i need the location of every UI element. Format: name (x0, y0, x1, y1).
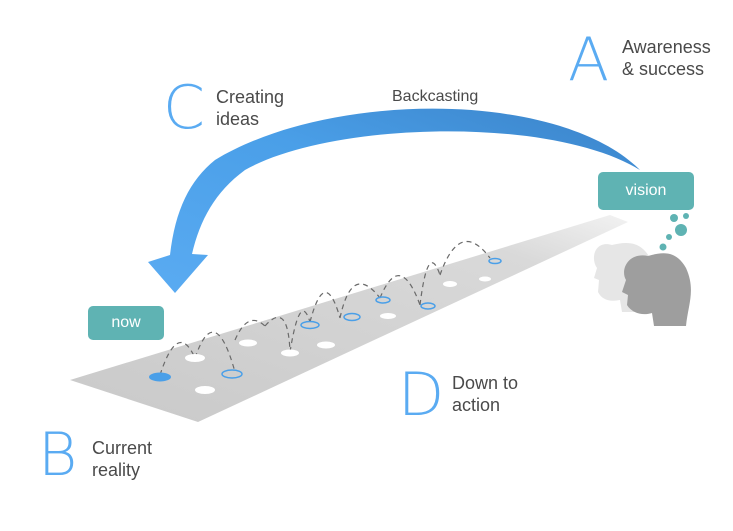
stage-d-text: Down to action (452, 373, 519, 415)
hop-arcs (159, 240, 491, 376)
stage-d-letter: D (398, 360, 445, 430)
vision-tag-label: vision (625, 182, 667, 199)
backcasting-label: Backcasting (392, 88, 479, 105)
stepping-stones (185, 276, 491, 394)
stage-a-letter: A (568, 25, 610, 95)
now-tag: now (88, 306, 164, 340)
current-position-stone (149, 372, 171, 382)
vision-tag: vision (598, 172, 694, 210)
backcasting-arrow (148, 108, 640, 293)
thinking-heads (593, 243, 691, 326)
stage-c-text: Creating ideas (216, 87, 285, 129)
now-tag-label: now (111, 314, 141, 331)
stage-c-letter: C (163, 73, 205, 143)
thought-bubbles (659, 213, 689, 251)
progress-stones (221, 257, 502, 379)
timeline-path (70, 215, 628, 422)
stage-a-text: Awareness & success (622, 37, 711, 79)
stage-b-text: Current reality (92, 438, 153, 480)
stage-b-letter: B (38, 420, 78, 490)
